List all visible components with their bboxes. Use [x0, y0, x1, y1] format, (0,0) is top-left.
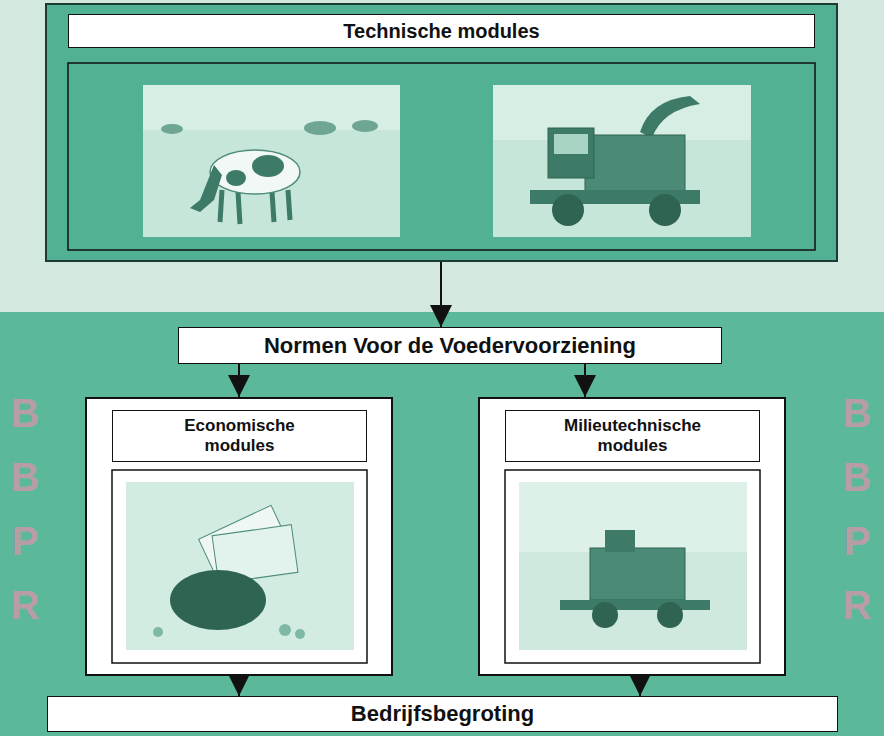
- node-text: Bedrijfsbegroting: [341, 701, 544, 727]
- photo-ground: [126, 482, 354, 650]
- coin: [279, 624, 291, 636]
- photo-ground: [519, 482, 747, 650]
- flow-arrow: [238, 364, 240, 397]
- harvester-window: [554, 134, 588, 154]
- harvester-spout: [640, 96, 700, 138]
- module-box: Milieutechnische modules: [478, 397, 786, 676]
- cow-patch: [252, 155, 284, 177]
- side-letters: BBPR: [5, 381, 45, 637]
- harvester-wheel: [552, 194, 584, 226]
- distant-cow: [161, 124, 183, 134]
- harvester-wheel: [649, 194, 681, 226]
- node-text: Milieutechnische modules: [505, 410, 760, 462]
- harvester-cab: [548, 128, 594, 178]
- harvester-body: [585, 135, 685, 197]
- spreader-cab: [605, 530, 635, 552]
- photo-sky: [493, 85, 751, 140]
- node-text: Normen Voor de Voedervoorziening: [254, 333, 646, 359]
- flow-arrow: [238, 676, 240, 696]
- module-ground: [478, 397, 786, 676]
- norm-box: Normen Voor de Voedervoorziening: [178, 327, 722, 364]
- cow-patch: [226, 170, 246, 186]
- spreader-photo: [519, 482, 747, 650]
- spreader-wheel: [592, 602, 618, 628]
- photo-frame: [505, 470, 760, 663]
- photo-sky: [519, 482, 747, 552]
- money-photo: [126, 482, 354, 650]
- module-ground: [85, 397, 393, 676]
- photo-frame: [112, 470, 367, 663]
- flow-arrow: [639, 676, 641, 696]
- flow-arrow: [440, 262, 442, 327]
- spreader-bar: [560, 600, 710, 610]
- bottom-panel: [0, 312, 884, 736]
- module-box: Economische modules: [85, 397, 393, 676]
- coin: [295, 629, 305, 639]
- photo-frame: [68, 63, 815, 250]
- cow-leg: [288, 190, 290, 220]
- cow-photo: [143, 85, 400, 237]
- photo-ground: [493, 85, 751, 237]
- cow-body: [210, 150, 300, 194]
- node-text: Economische modules: [112, 410, 367, 462]
- side-letters: BBPR: [837, 381, 877, 637]
- cow-head: [190, 165, 222, 212]
- cow-leg: [272, 192, 274, 222]
- cow-leg: [220, 190, 222, 222]
- module-panel: Technische modules: [45, 3, 838, 262]
- spreader-wheel: [657, 602, 683, 628]
- node-text: Technische modules: [68, 14, 815, 48]
- wallet: [170, 570, 266, 630]
- cow-leg: [238, 192, 240, 224]
- distant-cow: [304, 121, 336, 135]
- spreader-tank: [590, 548, 685, 600]
- distant-cow: [352, 120, 378, 132]
- coin: [153, 627, 163, 637]
- photo-ground: [143, 85, 400, 237]
- flow-arrow: [584, 364, 586, 397]
- top-panel-fill: [45, 3, 838, 262]
- harvester-photo: [493, 85, 751, 237]
- budget-box: Bedrijfsbegroting: [47, 696, 838, 732]
